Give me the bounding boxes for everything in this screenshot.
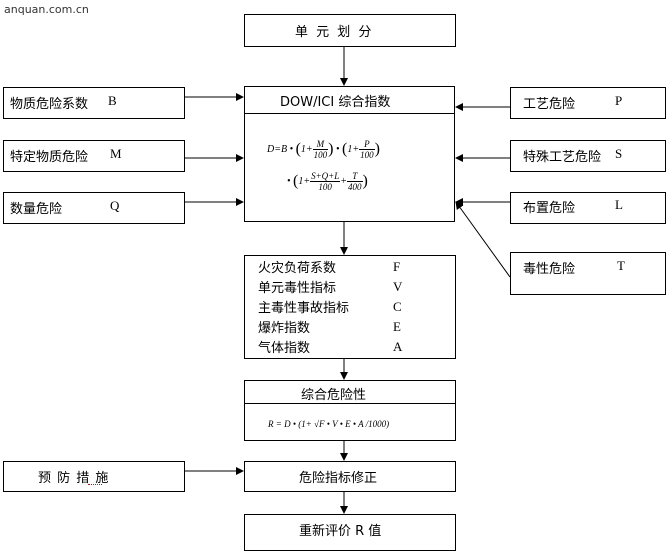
unit-division-box: 单 元 划 分 xyxy=(244,14,456,47)
dow-index-title: DOW/ICI 综合指数 xyxy=(280,95,391,110)
input-box-special-process: 特殊工艺危险 S xyxy=(510,140,666,172)
input-label: 物质危险系数 xyxy=(10,97,89,112)
input-box-quantity: 数量危险 Q xyxy=(3,192,185,224)
watermark-text: anquan.com.cn xyxy=(4,3,89,16)
risk-correction-label: 危险指标修正 xyxy=(299,471,378,486)
input-symbol: P xyxy=(615,93,623,108)
formula-r: R = D • (1+ √F • V • E • A /1000) xyxy=(268,419,390,429)
reevaluate-box: 重新评价 R 值 xyxy=(244,514,456,551)
input-label: 特殊工艺危险 xyxy=(523,150,602,165)
risk-correction-box: 危险指标修正 xyxy=(244,461,456,492)
input-box-process: 工艺危险 P xyxy=(510,87,666,119)
comprehensive-divider xyxy=(245,403,455,404)
unit-division-label: 单 元 划 分 xyxy=(295,25,374,40)
input-label: 工艺危险 xyxy=(523,97,576,112)
input-box-material-factor: 物质危险系数 B xyxy=(3,87,185,119)
input-symbol: T xyxy=(617,258,625,273)
input-label: 布置危险 xyxy=(523,201,576,216)
prevention-box: 预 防 措 施 xyxy=(3,461,185,492)
input-label: 数量危险 xyxy=(10,202,63,217)
input-box-layout: 布置危险 L xyxy=(510,192,666,224)
input-symbol: B xyxy=(108,93,117,108)
input-label: 毒性危险 xyxy=(523,262,576,277)
input-box-toxicity: 毒性危险 T xyxy=(510,252,666,295)
input-symbol: L xyxy=(615,197,623,212)
input-symbol: S xyxy=(615,146,623,161)
comprehensive-risk-title: 综合危险性 xyxy=(301,388,367,403)
arrow-toxicity xyxy=(455,201,511,278)
reevaluate-label: 重新评价 R 值 xyxy=(299,524,382,539)
comprehensive-risk-box: 综合危险性 R = D • (1+ √F • V • E • A /1000) xyxy=(244,380,456,441)
input-box-specific-material: 特定物质危险 M xyxy=(3,140,185,172)
dow-index-divider xyxy=(245,113,454,114)
input-symbol: M xyxy=(110,146,122,161)
spellcheck-underline xyxy=(88,484,102,485)
input-symbol: Q xyxy=(110,198,120,213)
input-label: 特定物质危险 xyxy=(10,150,89,165)
prevention-label: 预 防 措 施 xyxy=(38,471,110,486)
